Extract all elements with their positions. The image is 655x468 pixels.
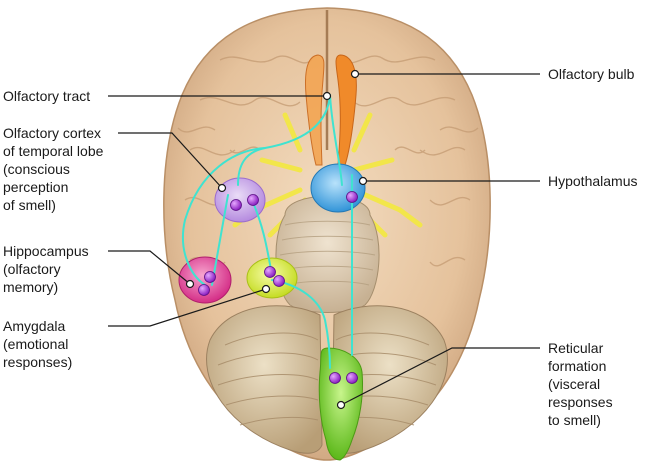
hypothalamus-region xyxy=(310,163,366,213)
pons xyxy=(275,195,380,313)
olfactory-pathways xyxy=(181,94,353,369)
leader-lines xyxy=(108,73,540,406)
label-line: (olfactory xyxy=(3,261,61,277)
label-line: to smell) xyxy=(548,412,601,428)
label-reticular-formation: Reticular formation (visceral responses to s… xyxy=(548,339,613,429)
cerebellum-left xyxy=(206,305,323,454)
label-line: (visceral xyxy=(548,376,601,392)
label-amygdala: Amygdala (emotional responses) xyxy=(3,317,72,371)
neuron-cells xyxy=(198,191,358,384)
label-line: of smell) xyxy=(3,197,56,213)
label-hippocampus: Hippocampus (olfactory memory) xyxy=(3,242,89,296)
olfactory-bulb-left-shape xyxy=(305,54,325,166)
label-line: (emotional xyxy=(3,336,69,352)
label-line: perception xyxy=(3,179,69,195)
label-line: memory) xyxy=(3,279,59,295)
amygdala-region xyxy=(246,257,298,299)
label-olfactory-cortex: Olfactory cortex of temporal lobe (conscio… xyxy=(3,124,103,214)
label-line: Amygdala xyxy=(3,318,66,334)
label-line: (conscious xyxy=(3,161,70,177)
label-line: Olfactory bulb xyxy=(548,66,635,82)
label-line: responses) xyxy=(3,354,73,370)
label-line: of temporal lobe xyxy=(3,143,104,159)
label-olfactory-bulb: Olfactory bulb xyxy=(548,65,634,83)
label-line: responses xyxy=(548,394,613,410)
leader-endpoints xyxy=(185,69,368,410)
label-olfactory-tract: Olfactory tract xyxy=(3,87,90,105)
label-line: Hypothalamus xyxy=(548,173,638,189)
label-line: Reticular xyxy=(548,340,604,356)
label-line: formation xyxy=(548,358,607,374)
label-line: Olfactory cortex xyxy=(3,125,102,141)
label-line: Hippocampus xyxy=(3,243,89,259)
label-hypothalamus: Hypothalamus xyxy=(548,172,638,190)
olfactory-cortex-region xyxy=(214,177,266,223)
label-line: Olfactory tract xyxy=(3,88,91,104)
